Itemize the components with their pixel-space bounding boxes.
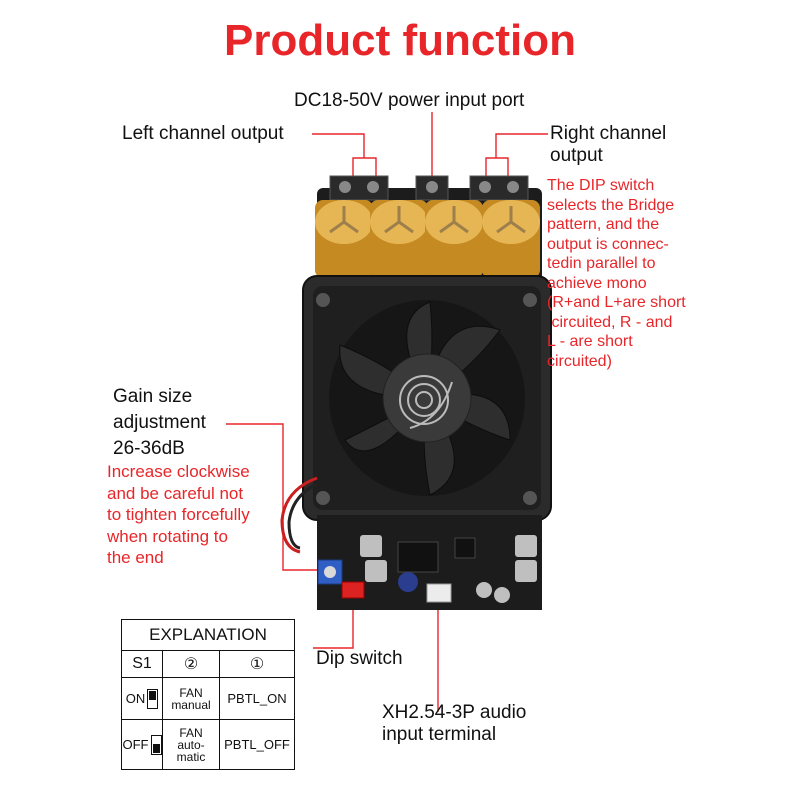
right-channel-output-label-line2: output bbox=[550, 145, 603, 166]
gain-note-line: the end bbox=[107, 548, 164, 567]
gain-label-line2: adjustment bbox=[113, 412, 206, 433]
col-1-header: ① bbox=[219, 650, 295, 678]
dip-note-line: circuited, R - and bbox=[547, 313, 673, 331]
fan-mode-label: matic bbox=[176, 749, 206, 764]
dip-note-line: (R+and L+are short bbox=[547, 294, 686, 311]
capacitors bbox=[315, 200, 540, 278]
right-channel-output-label-line1: Right channel bbox=[550, 123, 667, 144]
row-off-fan: FAN auto- matic bbox=[162, 719, 220, 770]
dip-switch-label: Dip switch bbox=[316, 648, 403, 669]
gain-note-line: and be careful not bbox=[107, 483, 244, 503]
col-s1-header: S1 bbox=[121, 650, 163, 678]
dip-note-line: L - are short bbox=[547, 333, 633, 350]
col-2-header: ② bbox=[162, 650, 220, 678]
fan-label: FAN bbox=[179, 725, 203, 740]
pointer-lines bbox=[226, 112, 548, 712]
dip-note-line: The DIP switch bbox=[547, 177, 655, 194]
gain-label-line1: Gain size bbox=[113, 386, 193, 407]
fan-mode-label: auto- bbox=[177, 737, 205, 752]
row-on-state: ON bbox=[121, 677, 163, 720]
row-on-fan: FAN manual bbox=[162, 677, 220, 720]
dip-note-line: selects the Bridge bbox=[547, 196, 675, 214]
state-off-label: OFF bbox=[122, 736, 149, 752]
row-on-pbtl: PBTL_ON bbox=[219, 677, 295, 720]
state-on-label: ON bbox=[125, 690, 146, 706]
fan-heatsink bbox=[302, 275, 552, 521]
dip-note-line: tedin parallel to bbox=[547, 255, 656, 272]
gain-note: Increase clockwise and be careful not to… bbox=[107, 461, 250, 569]
page-title: Product function bbox=[224, 16, 576, 65]
gain-note-line: Increase clockwise bbox=[107, 462, 250, 481]
dip-note-line: circuited) bbox=[547, 352, 612, 370]
audio-input-label-line2: input terminal bbox=[382, 724, 497, 745]
switch-off-icon bbox=[150, 734, 162, 755]
gain-label-line3: 26-36dB bbox=[113, 438, 185, 459]
row-off-state: OFF bbox=[121, 719, 163, 770]
explanation-table: EXPLANATION S1 ② ① ON FAN manual PBTL_ON… bbox=[121, 619, 295, 770]
gain-note-line: when rotating to bbox=[107, 526, 228, 546]
audio-input-label-line1: XH2.54-3P audio bbox=[382, 702, 527, 723]
lower-components bbox=[280, 476, 542, 610]
dip-note-line: output is connec- bbox=[547, 235, 669, 253]
terminal-blocks bbox=[329, 175, 529, 201]
fan-label: FAN bbox=[179, 685, 203, 700]
fan-mode-label: manual bbox=[171, 697, 211, 712]
left-channel-output-label: Left channel output bbox=[122, 123, 284, 144]
row-off-pbtl: PBTL_OFF bbox=[219, 719, 295, 770]
dip-note-line: achieve mono bbox=[547, 274, 647, 292]
dip-note: The DIP switch selects the Bridge patter… bbox=[547, 176, 686, 371]
power-input-label: DC18-50V power input port bbox=[294, 90, 525, 111]
gain-note-line: to tighten forcefully bbox=[107, 505, 250, 524]
explanation-heading: EXPLANATION bbox=[121, 619, 295, 651]
dip-note-line: pattern, and the bbox=[547, 216, 660, 233]
switch-on-icon bbox=[147, 688, 159, 709]
